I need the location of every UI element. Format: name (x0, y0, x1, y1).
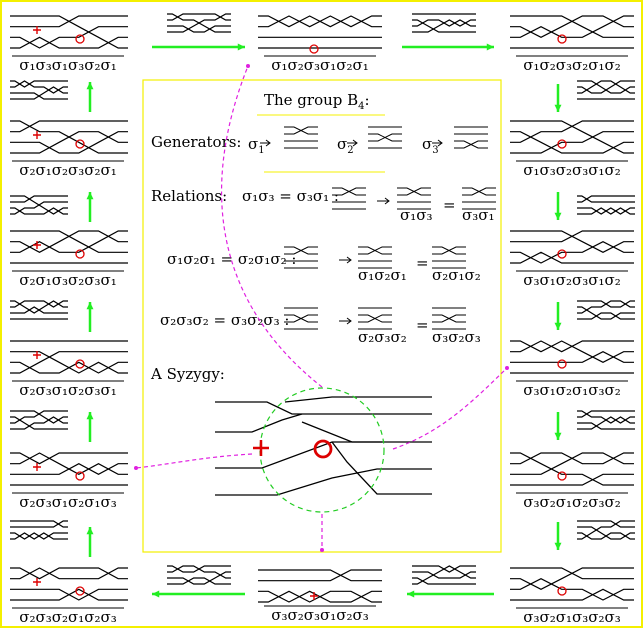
svg-text:=: = (443, 196, 456, 214)
word-right-3: σ₃σ₁σ₂σ₃σ₁σ₂ (523, 271, 621, 289)
braid-top (258, 15, 382, 49)
rel1-mid (397, 187, 431, 210)
braid-left-2 (10, 120, 128, 154)
arrow-left-2 (86, 192, 94, 222)
relation-3-mid: σ₂σ₃σ₂ (358, 328, 407, 346)
braid-right-6 (510, 567, 634, 601)
relation-1-lhs: σ₁σ₃ = σ₃σ₁ : (242, 187, 339, 205)
generator-sigma2: σ2 (337, 135, 354, 156)
rel3-left (284, 307, 318, 330)
braid-left-4 (10, 340, 128, 374)
mini-bottom-left (167, 565, 231, 585)
word-right-6: σ₃σ₂σ₁σ₃σ₂σ₃ (523, 608, 621, 626)
mini-top-left (167, 13, 231, 33)
relations-label: Relations: (151, 187, 227, 205)
braid-left-1 (10, 15, 128, 49)
relation-3-rhs: σ₃σ₂σ₃ (432, 328, 481, 346)
relation-1-mid: σ₁σ₃ (400, 206, 433, 224)
word-layer: σ₁σ₃σ₁σ₃σ₂σ₁ σ₂σ₁σ₂σ₃σ₂σ₁ σ₂σ₁σ₃σ₂σ₃σ₁ σ₂σ₃… (12, 55, 628, 626)
word-right-4: σ₃σ₁σ₂σ₁σ₃σ₂ (523, 381, 621, 399)
arrow-right-2 (554, 192, 562, 220)
word-right-1: σ₁σ₂σ₃σ₂σ₁σ₂ (523, 56, 621, 74)
rel3-mid (358, 307, 392, 330)
mini-right-4 (577, 410, 635, 430)
braid-layer (10, 13, 635, 603)
word-top: σ₁σ₂σ₃σ₁σ₂σ₁ (271, 56, 369, 74)
arrow-right-3 (554, 302, 562, 330)
rel2-mid (358, 246, 392, 269)
panel-diagrams (134, 64, 509, 552)
braid-left-6 (10, 567, 128, 601)
mini-left-3 (10, 300, 68, 320)
mini-left-5 (10, 520, 68, 540)
word-left-2: σ₂σ₁σ₂σ₃σ₂σ₁ (19, 161, 117, 179)
braid-bottom (258, 569, 382, 603)
svg-text:=: = (416, 254, 429, 272)
arrow-left-4 (86, 412, 94, 442)
rel1-left (332, 187, 366, 210)
syzygy-braid (215, 396, 432, 496)
arrow-bottom-1 (407, 590, 494, 598)
rel2-left (284, 246, 318, 269)
mini-right-2 (577, 195, 635, 215)
arrow-right-1 (554, 84, 562, 112)
word-left-1: σ₁σ₃σ₁σ₃σ₂σ₁ (19, 56, 117, 74)
syzygy-label: A Syzygy: (150, 365, 225, 383)
arrow-left-5 (86, 527, 94, 557)
gen-diagram-2 (368, 126, 402, 149)
rel2-right (432, 246, 466, 269)
word-right-2: σ₁σ₃σ₂σ₃σ₁σ₂ (523, 161, 621, 179)
mini-right-1 (577, 80, 635, 100)
relation-1-rhs: σ₃σ₁ (462, 206, 495, 224)
braid-right-4 (510, 340, 634, 374)
relation-2-rhs: σ₂σ₁σ₂ (432, 266, 481, 284)
mini-left-4 (10, 410, 68, 430)
word-left-5: σ₂σ₃σ₁σ₂σ₁σ₃ (19, 493, 117, 511)
arrow-layer (86, 43, 562, 598)
arrow-right-5 (554, 522, 562, 550)
word-left-6: σ₂σ₃σ₂σ₁σ₂σ₃ (19, 608, 117, 626)
arrow-top-2 (402, 43, 494, 51)
generator-sigma1: σ1 (248, 135, 265, 156)
group-title: The group B4: (264, 91, 370, 112)
mini-right-3 (577, 300, 635, 320)
word-right-5: σ₃σ₂σ₁σ₂σ₃σ₂ (523, 493, 621, 511)
braid-right-2 (510, 120, 634, 154)
svg-text:=: = (416, 316, 429, 334)
arrow-right-4 (554, 412, 562, 440)
mini-left-2 (10, 195, 68, 215)
mini-top-right (412, 13, 476, 33)
word-left-3: σ₂σ₁σ₃σ₂σ₃σ₁ (19, 271, 117, 289)
arrow-bottom-2 (152, 590, 245, 598)
braid-right-5 (510, 452, 634, 486)
arrow-top-1 (152, 43, 245, 51)
generators-label: Generators: (151, 133, 242, 151)
arrow-left-1 (86, 82, 94, 112)
word-left-4: σ₂σ₃σ₁σ₂σ₃σ₁ (19, 381, 117, 399)
mini-left-1 (10, 80, 68, 100)
relation-3-lhs: σ₂σ₃σ₂ = σ₃σ₂σ₃ : (160, 311, 289, 329)
braid-right-1 (510, 15, 634, 49)
gen-diagram-3 (454, 126, 488, 149)
relation-2-mid: σ₁σ₂σ₁ (358, 266, 407, 284)
arrow-left-3 (86, 302, 94, 332)
relation-2-lhs: σ₁σ₂σ₁ = σ₂σ₁σ₂ : (167, 250, 296, 268)
gen-diagram-1 (284, 126, 318, 149)
rel3-right (432, 307, 466, 330)
mini-bottom-right (412, 565, 476, 585)
braid-right-3 (510, 230, 634, 264)
braid-left-5 (10, 452, 128, 486)
mini-right-5 (577, 520, 635, 540)
braid-left-3 (10, 230, 128, 264)
rel1-right (462, 187, 496, 210)
word-bottom: σ₃σ₂σ₃σ₁σ₂σ₃ (271, 606, 369, 624)
generator-sigma3: σ3 (422, 135, 439, 156)
